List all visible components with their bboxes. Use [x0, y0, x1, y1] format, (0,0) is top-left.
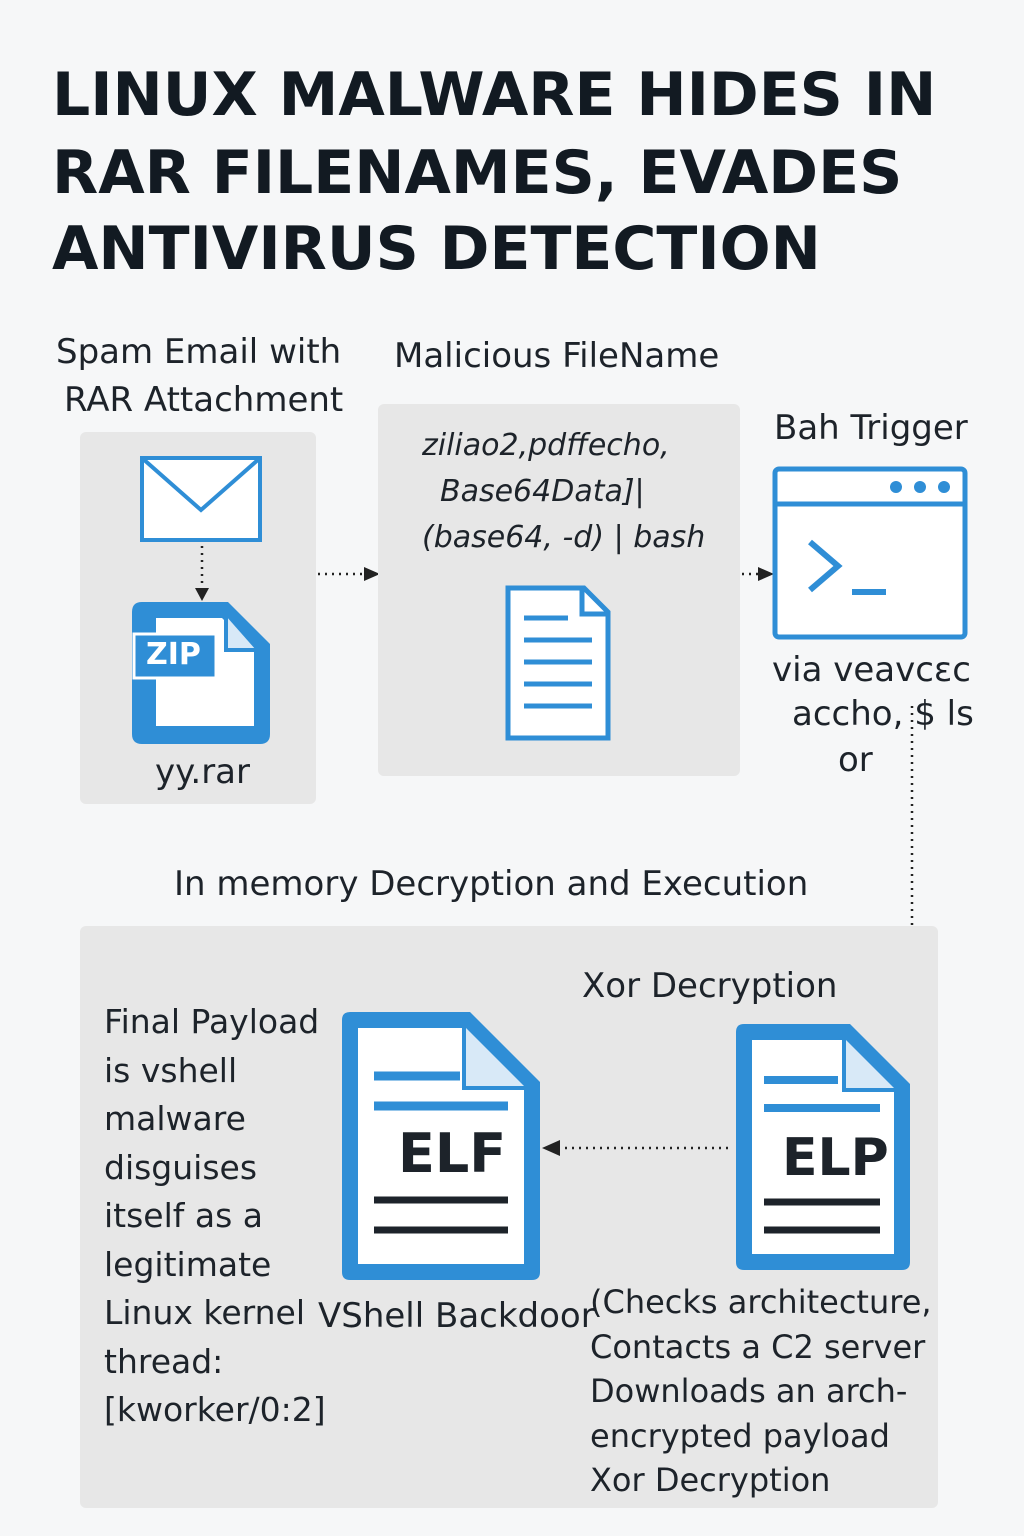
in-memory-label: In memory Decryption and Execution: [174, 864, 809, 904]
final-payload-line: malware: [104, 1099, 246, 1138]
zip-badge-text: ZIP: [146, 637, 201, 672]
terminal-icon: [772, 466, 968, 640]
details-line: Downloads an arch-: [590, 1372, 908, 1410]
bash-trigger-label: Bah Trigger: [774, 408, 968, 448]
dotted-arrow-right-2: [742, 567, 774, 581]
elp-text: ELP: [782, 1128, 889, 1188]
details-line: Xor Decryption: [590, 1461, 831, 1499]
xor-decryption-label: Xor Decryption: [582, 966, 838, 1006]
final-payload-text: Final Payload is vshell malware disguise…: [104, 998, 334, 1435]
details-line: encrypted payload: [590, 1416, 890, 1455]
rar-filename: yy.rar: [155, 752, 250, 792]
final-payload-line: legitimate: [104, 1244, 272, 1284]
final-payload-line: [kworker/0:2]: [104, 1390, 326, 1429]
title-line-2: RAR FILENAMES, EVADES: [52, 138, 903, 208]
trigger-caption-1: via veavcɛc: [772, 650, 971, 690]
title-line-1: LINUX MALWARE HIDES IN: [52, 60, 937, 130]
spam-email-label-1: Spam Email with: [56, 332, 342, 372]
elp-file-icon: [736, 1024, 910, 1270]
vshell-backdoor-label: VShell Backdoor: [318, 1296, 595, 1336]
details-line: Contacts a C2 server: [590, 1327, 926, 1366]
dotted-arrow-right-1: [318, 567, 380, 581]
elf-text: ELF: [398, 1122, 507, 1185]
final-payload-line: disguises: [104, 1147, 258, 1187]
final-payload-line: Final Payload: [104, 1002, 320, 1041]
details-line: (Checks architecture,: [590, 1283, 932, 1321]
spam-email-label-2: RAR Attachment: [64, 380, 344, 420]
code-line-3: (base64, -d) | bash: [422, 520, 706, 555]
dotted-arrow-down: [195, 546, 209, 601]
envelope-icon: [140, 456, 262, 542]
elf-file-icon: [342, 1012, 540, 1280]
decryption-details-text: (Checks architecture, Contacts a C2 serv…: [590, 1280, 932, 1503]
title-line-3: ANTIVIRUS DETECTION: [52, 214, 821, 284]
malicious-filename-label: Malicious FileName: [394, 336, 720, 376]
trigger-caption-3: or: [838, 740, 873, 780]
code-line-1: ziliao2,pdffecho,: [422, 428, 670, 463]
final-payload-line: itself as a: [104, 1196, 264, 1235]
code-line-2: Base64Data]|: [440, 474, 645, 509]
dotted-arrow-left: [542, 1140, 732, 1156]
document-icon: [505, 585, 611, 741]
final-payload-line: is vshell: [104, 1050, 238, 1090]
zip-file-icon: [132, 602, 270, 744]
final-payload-line: thread:: [104, 1341, 224, 1381]
trigger-caption-2: accho, $ ls: [792, 694, 974, 734]
final-payload-line: Linux kernel: [104, 1293, 306, 1332]
